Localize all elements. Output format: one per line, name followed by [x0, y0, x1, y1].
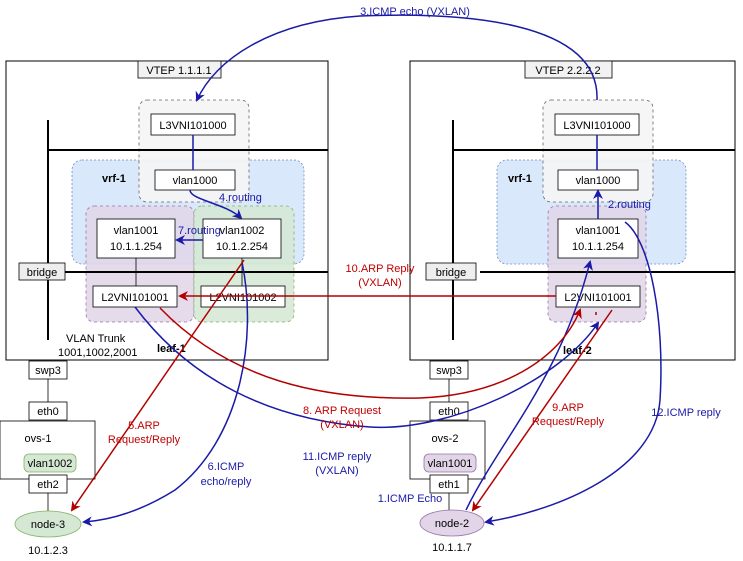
arrow-3-icmp-vxlan	[195, 14, 598, 102]
arrow-1-icmp-echo	[465, 260, 593, 511]
step-1-label: 1.ICMP Echo	[378, 493, 443, 505]
eth1: eth1	[438, 479, 459, 491]
node-2-ip: 10.1.1.7	[432, 542, 472, 554]
eth0-left: eth0	[37, 406, 58, 418]
arrow-6-icmp	[82, 261, 249, 527]
bridge-right: bridge	[436, 267, 467, 279]
arrow-5-arp	[70, 259, 245, 512]
step-11-label-2: (VXLAN)	[315, 465, 358, 477]
vlan-trunk-label: VLAN Trunk	[66, 333, 126, 345]
node-3-ip: 10.1.2.3	[28, 545, 68, 557]
arrow-12-icmp-reply	[484, 221, 662, 526]
swp3-left: swp3	[35, 365, 61, 377]
node-3-ellipse	[14, 510, 82, 538]
arrow-8-arp-request	[159, 307, 582, 399]
ovs-2-label: ovs-2	[432, 433, 459, 445]
step-5-label-2: Request/Reply	[108, 434, 181, 446]
ovs-2-vlan1001: vlan1001	[428, 458, 473, 470]
step-6-label-1: 6.ICMP	[208, 461, 245, 473]
step-11-label-1: 11.ICMP reply	[303, 451, 372, 463]
l3vni-right: L3VNI101000	[563, 120, 630, 132]
step-3-label: 3.ICMP echo (VXLAN)	[360, 6, 470, 18]
step-8-label-1: 8. ARP Request	[303, 405, 381, 417]
vlan1000-left: vlan1000	[173, 175, 218, 187]
arrow-9-arp	[471, 309, 613, 512]
swp3-right: swp3	[436, 365, 462, 377]
vrf-label-right: vrf-1	[508, 173, 532, 185]
step-2-label: 2.routing	[608, 199, 651, 211]
step-6-label-2: echo/reply	[201, 476, 252, 488]
vrf-label-left: vrf-1	[102, 173, 126, 185]
bridge-left: bridge	[27, 267, 58, 279]
vlan1001-right-ip: 10.1.1.254	[572, 241, 624, 253]
l2vni-right-101001: L2VNI101001	[564, 292, 631, 304]
node-3-label: node-3	[31, 519, 65, 531]
node-2-label: node-2	[435, 518, 469, 530]
step-12-label: 12.ICMP reply	[651, 407, 721, 419]
step-10-label-1: 10.ARP Reply	[346, 263, 415, 275]
step-9-label-1: 9.ARP	[552, 402, 584, 414]
vtep-1-title: VTEP 1.1.1.1	[146, 65, 211, 77]
step-8-label-2: (VXLAN)	[320, 419, 363, 431]
step-9-label-2: Request/Reply	[532, 416, 605, 428]
ovs-1-vlan1002: vlan1002	[28, 458, 73, 470]
vlan1000-right: vlan1000	[576, 175, 621, 187]
vlan1001-right-name: vlan1001	[576, 225, 621, 237]
step-5-label-1: 5.ARP	[128, 420, 160, 432]
vtep-2-title: VTEP 2.2.2.2	[535, 65, 600, 77]
vlan1002-left-name: vlan1002	[220, 225, 265, 237]
arrow-11-icmp-reply	[134, 306, 600, 429]
eth2: eth2	[37, 479, 58, 491]
l2vni-left-101002: L2VNI101002	[209, 292, 276, 304]
vlan-trunk-list: 1001,1002,2001	[58, 347, 138, 359]
eth0-right: eth0	[438, 406, 459, 418]
step-10-label-2: (VXLAN)	[358, 277, 401, 289]
arrow-4-routing	[189, 189, 243, 220]
l2vni-left-101001: L2VNI101001	[101, 292, 168, 304]
vlan1001-left-name: vlan1001	[114, 225, 159, 237]
step-7-label: 7.routing	[178, 225, 221, 237]
ovs-1-label: ovs-1	[25, 433, 52, 445]
node-2-ellipse	[419, 509, 485, 537]
l3vni-left: L3VNI101000	[159, 120, 226, 132]
vlan1002-left-ip: 10.1.2.254	[216, 241, 268, 253]
leaf-1-label: leaf-1	[157, 343, 186, 355]
step-4-label: 4.routing	[219, 192, 262, 204]
vlan1001-left-ip: 10.1.1.254	[110, 241, 162, 253]
